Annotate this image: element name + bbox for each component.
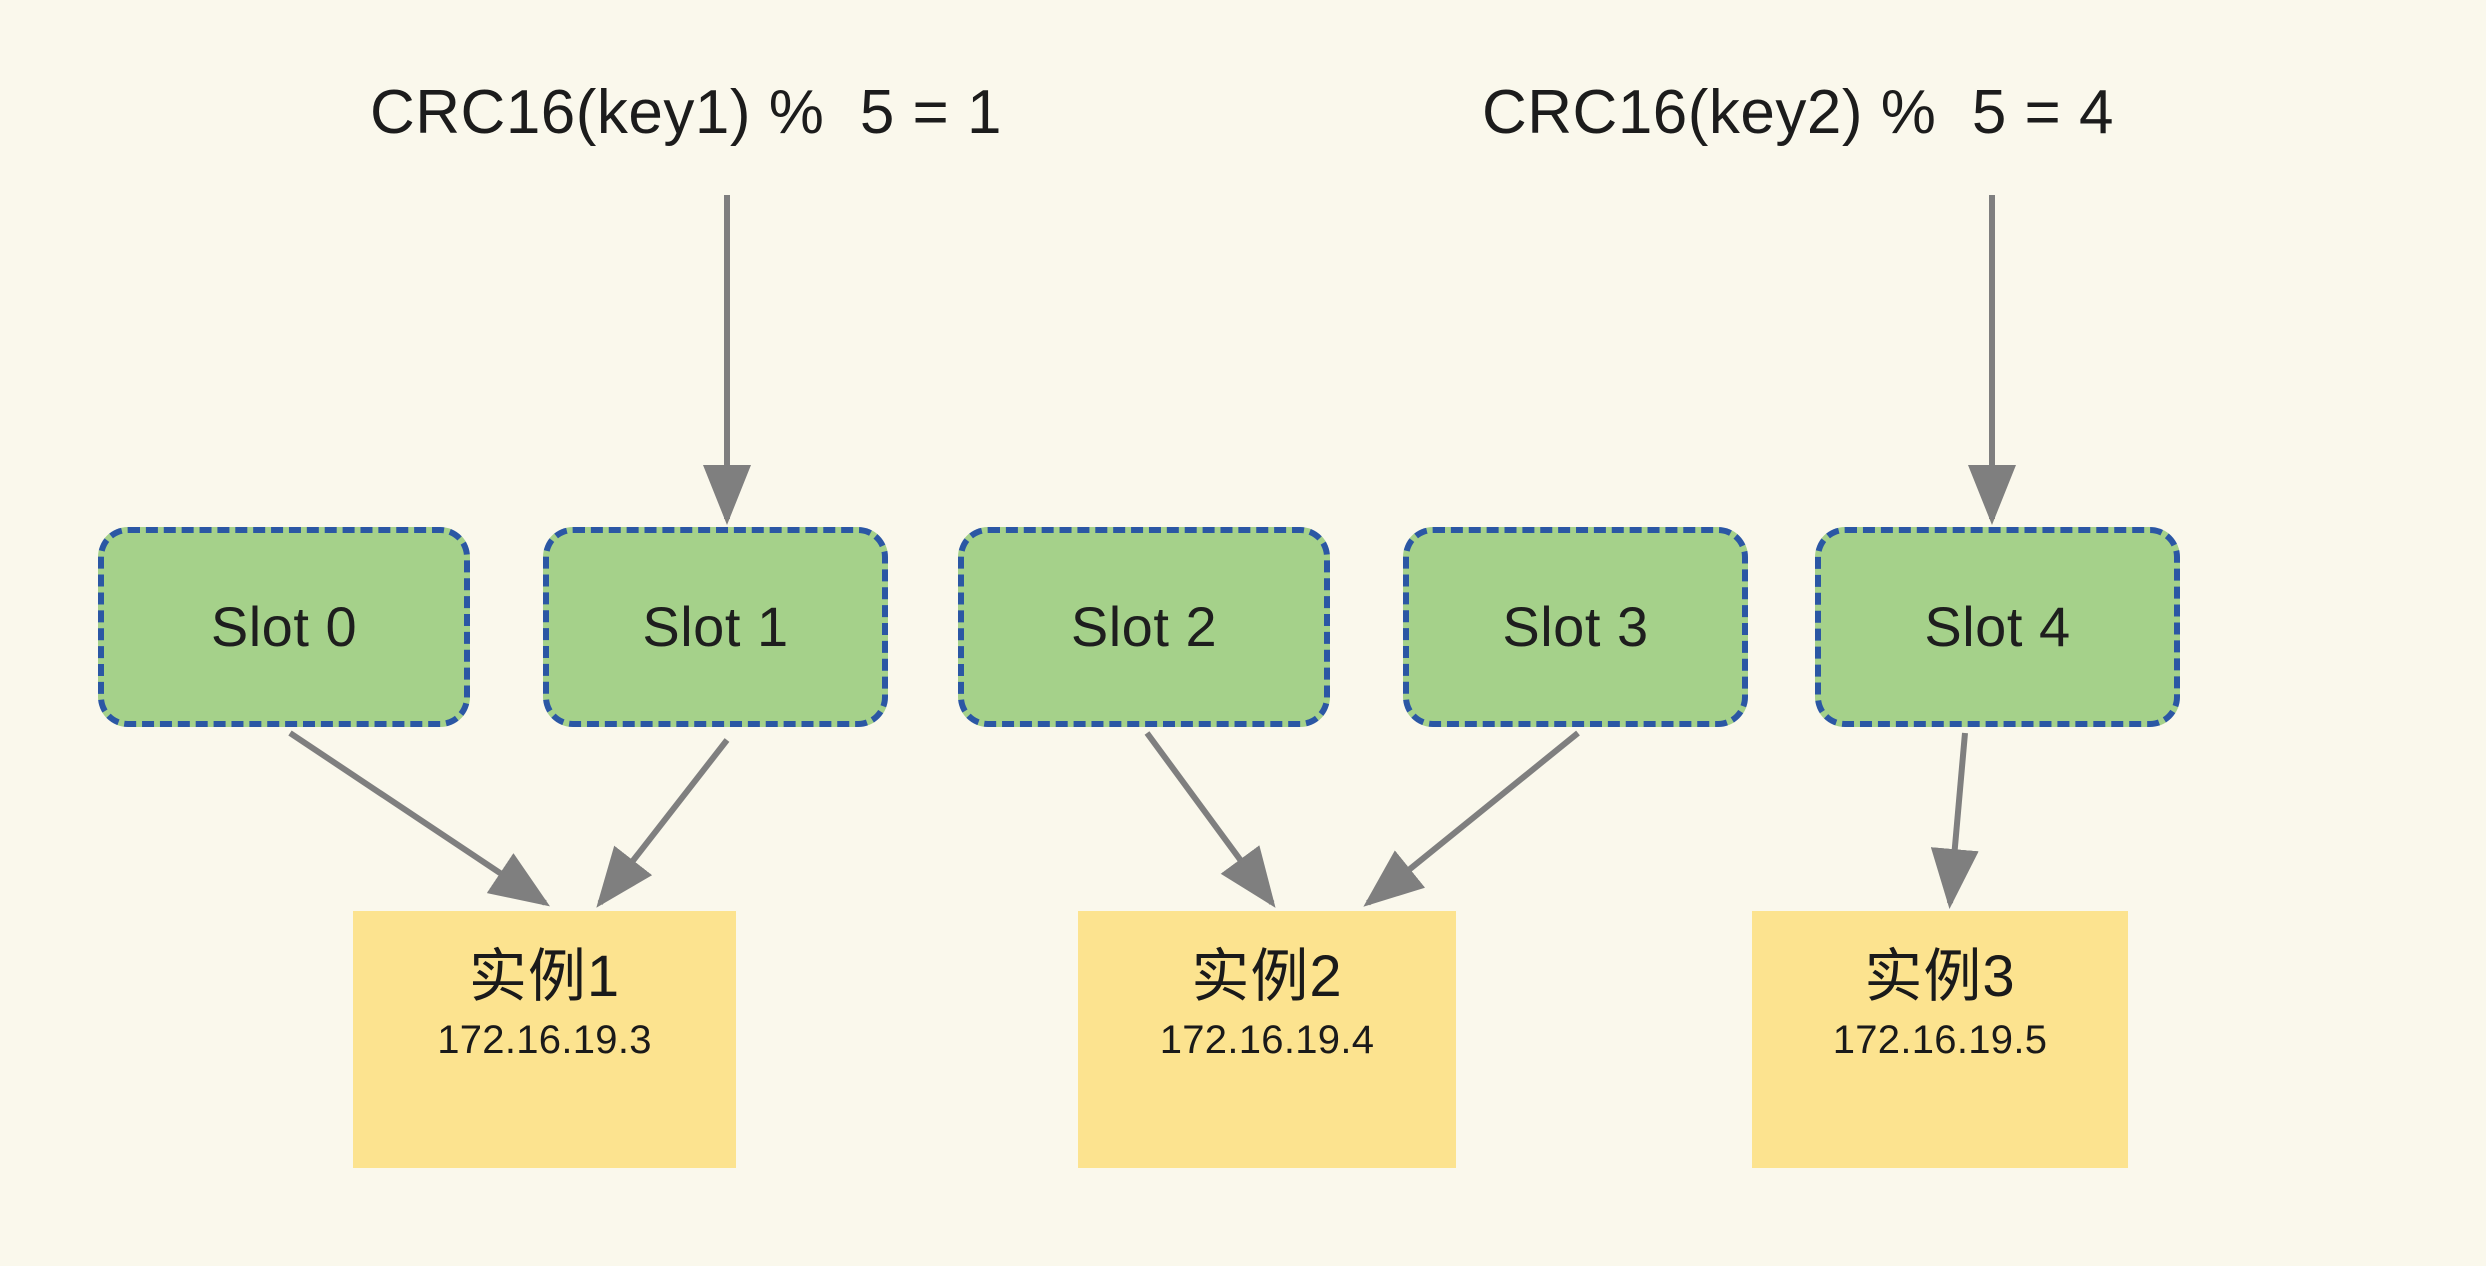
instance-box-2[interactable]: 实例2 172.16.19.4 xyxy=(1078,911,1456,1168)
instance-ip-2: 172.16.19.4 xyxy=(1159,1017,1375,1062)
slot-label-2: Slot 2 xyxy=(1070,595,1218,658)
instance-title-2: 实例2 xyxy=(1191,944,1343,1009)
formula-key1: CRC16(key1) % 5 = 1 xyxy=(370,78,1002,147)
instance-title-3: 实例3 xyxy=(1864,944,2016,1009)
slot-label-4: Slot 4 xyxy=(1924,595,2071,658)
arrow-slot1-to-instance1 xyxy=(596,738,730,908)
instance-ip-3: 172.16.19.5 xyxy=(1832,1017,2048,1062)
slot-box-0[interactable]: Slot 0 xyxy=(98,527,470,727)
slot-box-3[interactable]: Slot 3 xyxy=(1403,527,1748,727)
slot-box-1[interactable]: Slot 1 xyxy=(543,527,888,727)
slot-box-2[interactable]: Slot 2 xyxy=(958,527,1330,727)
instance-box-1[interactable]: 实例1 172.16.19.3 xyxy=(353,911,736,1168)
arrow-slot3-to-instance2 xyxy=(1363,730,1580,907)
arrow-slot2-to-instance2 xyxy=(1144,731,1276,908)
slot-label-1: Slot 1 xyxy=(642,595,789,658)
instance-ip-1: 172.16.19.3 xyxy=(437,1017,652,1062)
slot-label-0: Slot 0 xyxy=(210,595,358,658)
instance-title-1: 实例1 xyxy=(468,944,621,1009)
arrow-slot4-to-instance3 xyxy=(1930,732,1979,909)
instance-box-3[interactable]: 实例3 172.16.19.5 xyxy=(1752,911,2128,1168)
slot-label-3: Slot 3 xyxy=(1502,595,1649,658)
arrow-slot0-to-instance1 xyxy=(288,730,550,907)
slot-box-4[interactable]: Slot 4 xyxy=(1815,527,2180,727)
formula-key2: CRC16(key2) % 5 = 4 xyxy=(1482,78,2114,147)
